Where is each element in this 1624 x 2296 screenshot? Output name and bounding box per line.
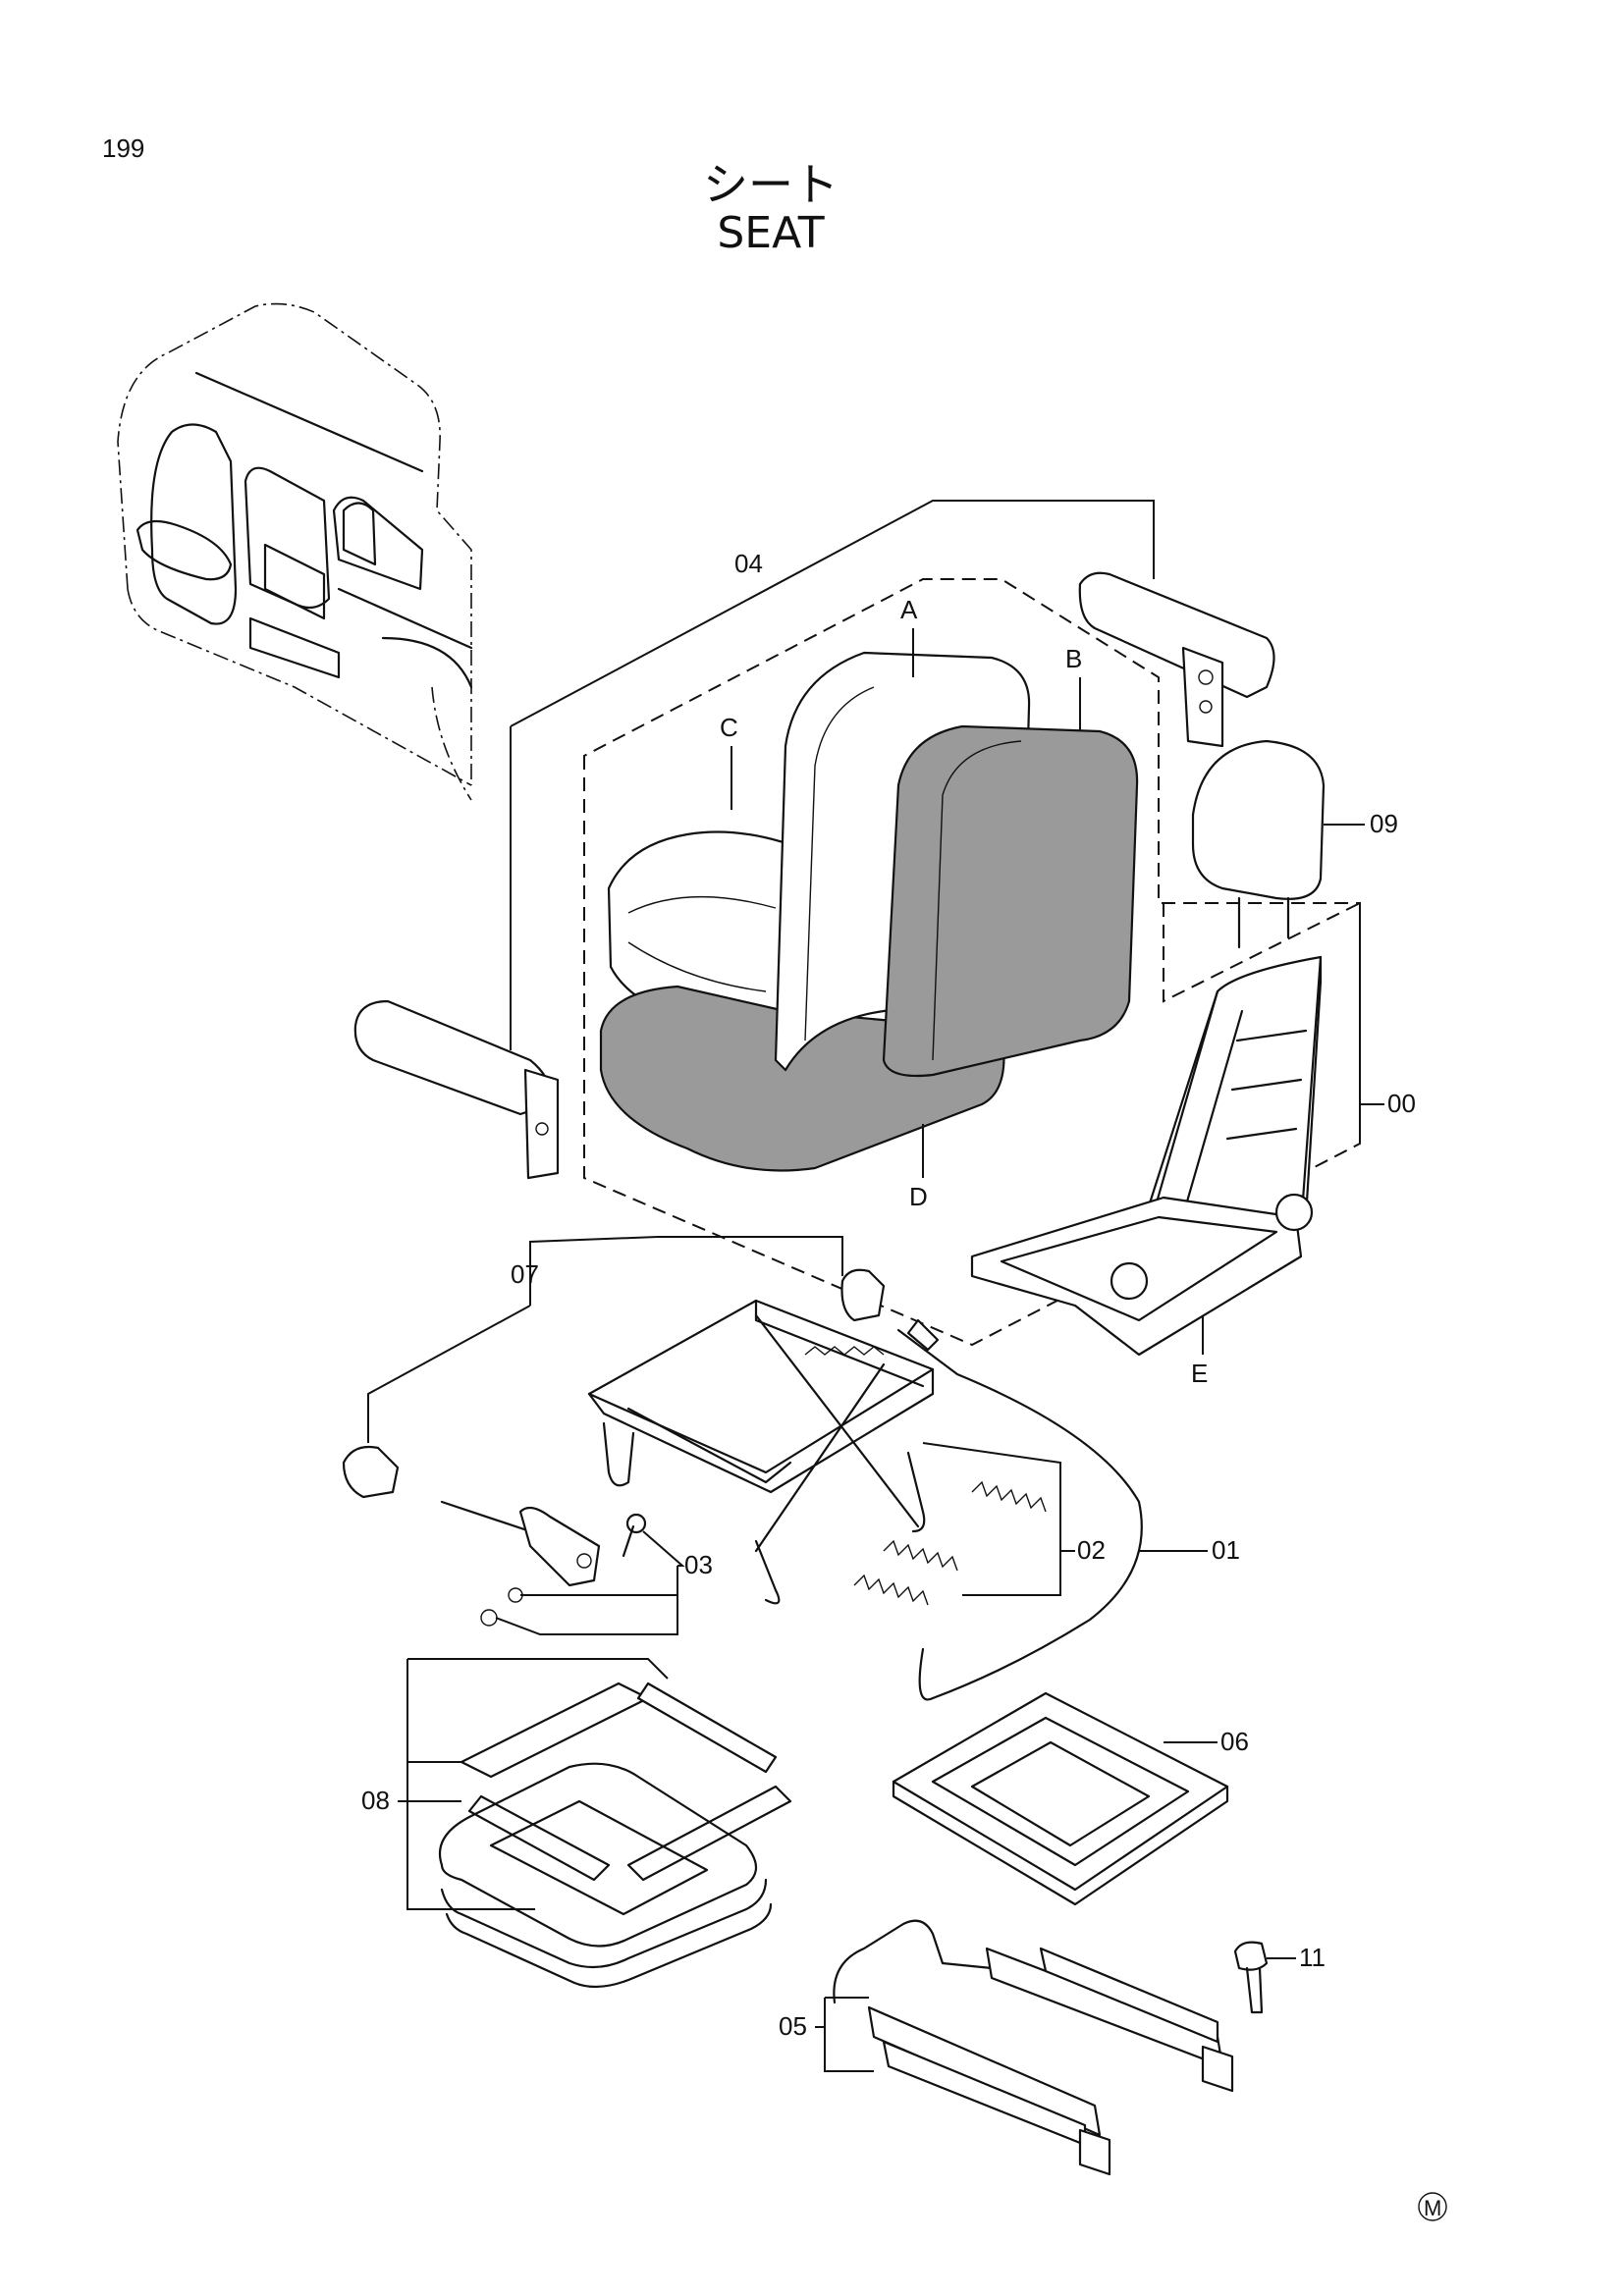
callout-07: 07 [511, 1259, 539, 1289]
callout-B: B [1065, 644, 1082, 673]
headrest-09 [1191, 739, 1365, 949]
callout-09: 09 [1370, 809, 1398, 838]
page-number: 199 [102, 133, 145, 163]
armrest-pair-04 [353, 500, 1275, 1180]
callout-02: 02 [1077, 1535, 1106, 1565]
m-mark-label: M [1424, 2196, 1441, 2220]
letter-leaders [731, 628, 1081, 1178]
callout-C: C [720, 713, 738, 742]
title-english: SEAT [717, 208, 825, 258]
callout-A: A [900, 595, 918, 624]
callout-03: 03 [684, 1550, 713, 1579]
springs-02 [853, 1442, 1075, 1606]
title-japanese: シート [703, 158, 839, 211]
seat-frame-00 [970, 901, 1384, 1357]
callout-01: 01 [1212, 1535, 1240, 1565]
callout-06: 06 [1220, 1727, 1249, 1756]
callout-08: 08 [361, 1786, 390, 1815]
bolt-11 [1233, 1941, 1296, 2014]
slide-rails-05 [815, 1919, 1234, 2176]
callout-04: 04 [734, 549, 763, 578]
base-plate-06 [892, 1691, 1229, 1906]
cable-01 [896, 1318, 1208, 1701]
callout-D: D [909, 1182, 928, 1211]
m-mark: M [1418, 2192, 1447, 2221]
callout-E: E [1191, 1359, 1208, 1388]
seat-cushion-group [583, 578, 1361, 1347]
callout-00: 00 [1387, 1089, 1416, 1118]
callout-05: 05 [779, 2011, 807, 2041]
suspension-07 [342, 1236, 935, 1635]
callout-11: 11 [1299, 1943, 1326, 1972]
bracket-bellows-08 [398, 1658, 792, 1989]
cab-locator-illustration [117, 302, 473, 801]
